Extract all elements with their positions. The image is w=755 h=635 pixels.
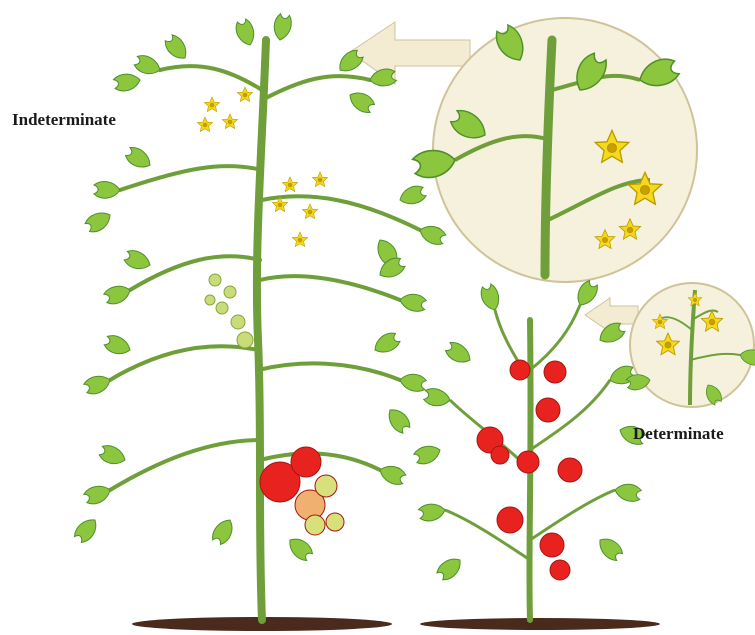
- determinate-zoom-inset: [626, 283, 755, 407]
- zoom-arrow-indeterminate: [350, 22, 470, 84]
- determinate-label: Determinate: [633, 424, 724, 444]
- soil: [132, 617, 660, 631]
- indeterminate-plant: [72, 13, 447, 620]
- determinate-plant: [413, 278, 648, 620]
- indeterminate-label: Indeterminate: [12, 110, 116, 130]
